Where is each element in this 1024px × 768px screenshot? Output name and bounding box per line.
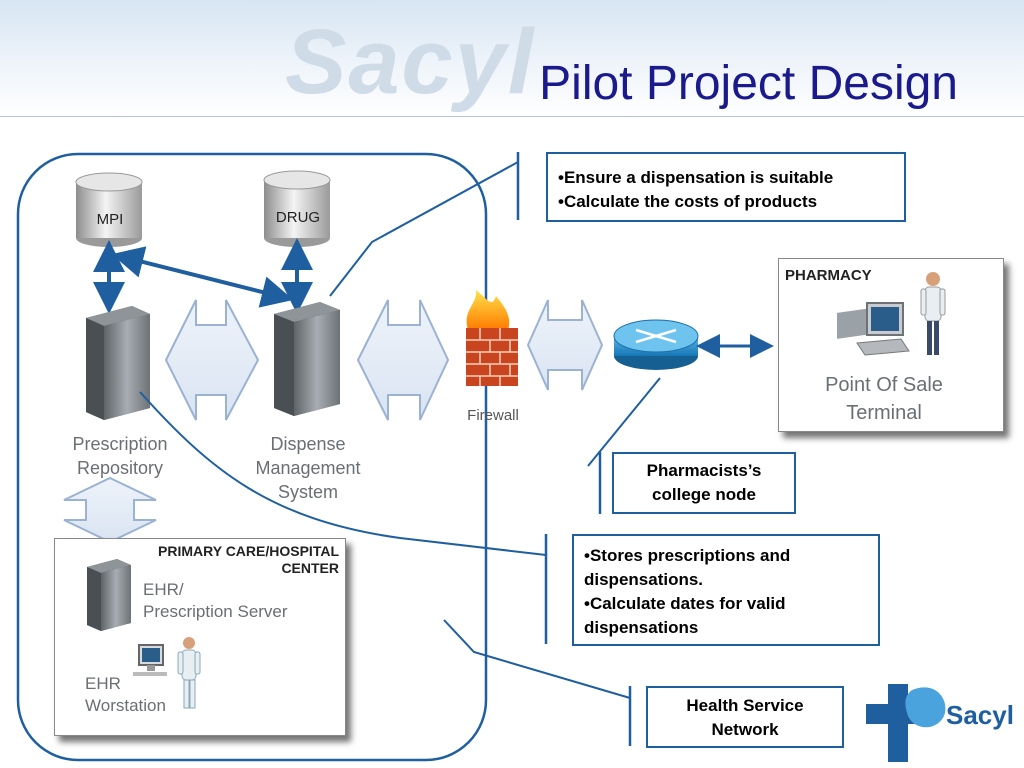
ehr-server-icon xyxy=(87,559,131,631)
dispense-management-server-icon xyxy=(274,302,340,416)
health-network-boundary xyxy=(16,152,488,762)
dispensation-callout: •Ensure a dispensation is suitable •Calc… xyxy=(546,152,906,222)
mpi-to-dispense-arrow xyxy=(111,246,294,308)
slide-title: Pilot Project Design xyxy=(539,57,958,110)
pos-terminal-label: Point Of Sale Terminal xyxy=(825,374,943,424)
repository-primarycare-hollow-arrow xyxy=(63,476,157,544)
primary-care-title: PRIMARY CARE/HOSPITAL CENTER xyxy=(158,543,339,576)
repository-callout-line xyxy=(139,391,547,556)
ehr-workstation-label: EHR Worstation xyxy=(85,674,166,715)
sacyl-logo-text: Sacyl xyxy=(946,700,1014,730)
college-node-callout: Pharmacists’s college node xyxy=(612,452,796,514)
pos-computer-icon xyxy=(837,302,910,356)
college-callout-line xyxy=(587,377,661,467)
dispense-firewall-hollow-arrow xyxy=(356,299,450,421)
firewall-label: Firewall xyxy=(467,407,519,424)
pharmacist-figure-icon xyxy=(920,272,946,355)
firewall-icon xyxy=(466,290,518,386)
header-divider xyxy=(0,116,1024,117)
header-watermark: Sacyl xyxy=(285,11,536,113)
dispense-management-label: Dispense Management System xyxy=(255,434,361,502)
sacyl-logo-icon xyxy=(866,684,946,762)
repository-callout: •Stores prescriptions and dispensations.… xyxy=(572,534,880,646)
repository-dispense-hollow-arrow xyxy=(164,299,260,421)
ehr-server-label: EHR/ Prescription Server xyxy=(143,580,288,621)
network-callout-line xyxy=(443,619,631,699)
ehr-workstation-computer-icon xyxy=(133,644,167,676)
prescription-repository-label: Prescription Repository xyxy=(72,434,168,478)
prescription-repository-server-icon xyxy=(86,306,150,420)
mpi-label: MPI xyxy=(96,211,124,228)
primary-care-panel: PRIMARY CARE/HOSPITAL CENTER EHR/ Prescr… xyxy=(54,538,346,736)
primary-care-illustration xyxy=(87,559,201,709)
mpi-database-icon xyxy=(75,172,143,247)
doctor-figure-icon xyxy=(177,637,201,709)
pharmacy-panel: PHARMACY Point Of Sale Terminal xyxy=(778,258,1004,432)
dispense-callout-line xyxy=(329,161,519,297)
router-icon xyxy=(613,319,699,370)
drug-label: DRUG xyxy=(275,209,321,226)
firewall-router-hollow-arrow xyxy=(526,299,604,391)
health-network-callout: Health Service Network xyxy=(646,686,844,748)
pharmacy-title: PHARMACY xyxy=(785,267,872,284)
pharmacy-illustration xyxy=(837,272,946,356)
header-background xyxy=(0,0,1024,117)
